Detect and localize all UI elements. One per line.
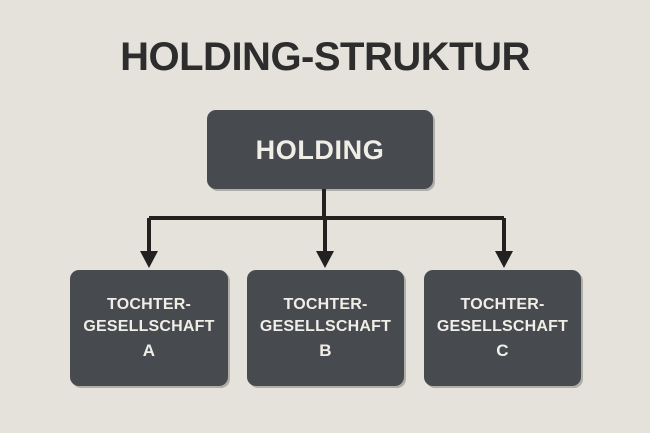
node-subsidiary-c-identifier: C <box>496 341 509 360</box>
node-subsidiary-a-line2: GESELLSCHAFT <box>83 318 215 335</box>
page-title: HOLDING-STRUKTUR <box>120 35 530 79</box>
node-subsidiary-a[interactable]: TOCHTER- GESELLSCHAFT A <box>70 270 228 386</box>
node-subsidiary-b-line2: GESELLSCHAFT <box>259 318 392 335</box>
node-subsidiary-c-line2: GESELLSCHAFT <box>436 318 569 335</box>
arrow-head-a <box>140 251 158 268</box>
node-subsidiary-a-line1: TOCHTER- <box>107 296 191 313</box>
arrow-head-c <box>495 251 513 268</box>
node-subsidiary-c[interactable]: TOCHTER- GESELLSCHAFT C <box>424 270 581 386</box>
node-subsidiary-a-identifier: A <box>142 341 156 360</box>
arrow-head-b <box>316 251 334 268</box>
node-subsidiary-b-identifier: B <box>319 341 332 360</box>
node-subsidiary-b-line1: TOCHTER- <box>283 296 368 313</box>
node-subsidiary-b[interactable]: TOCHTER- GESELLSCHAFT B <box>247 270 404 386</box>
node-holding-label: HOLDING <box>255 134 385 165</box>
node-holding[interactable]: HOLDING <box>207 110 433 189</box>
node-subsidiary-c-line1: TOCHTER- <box>460 296 545 313</box>
